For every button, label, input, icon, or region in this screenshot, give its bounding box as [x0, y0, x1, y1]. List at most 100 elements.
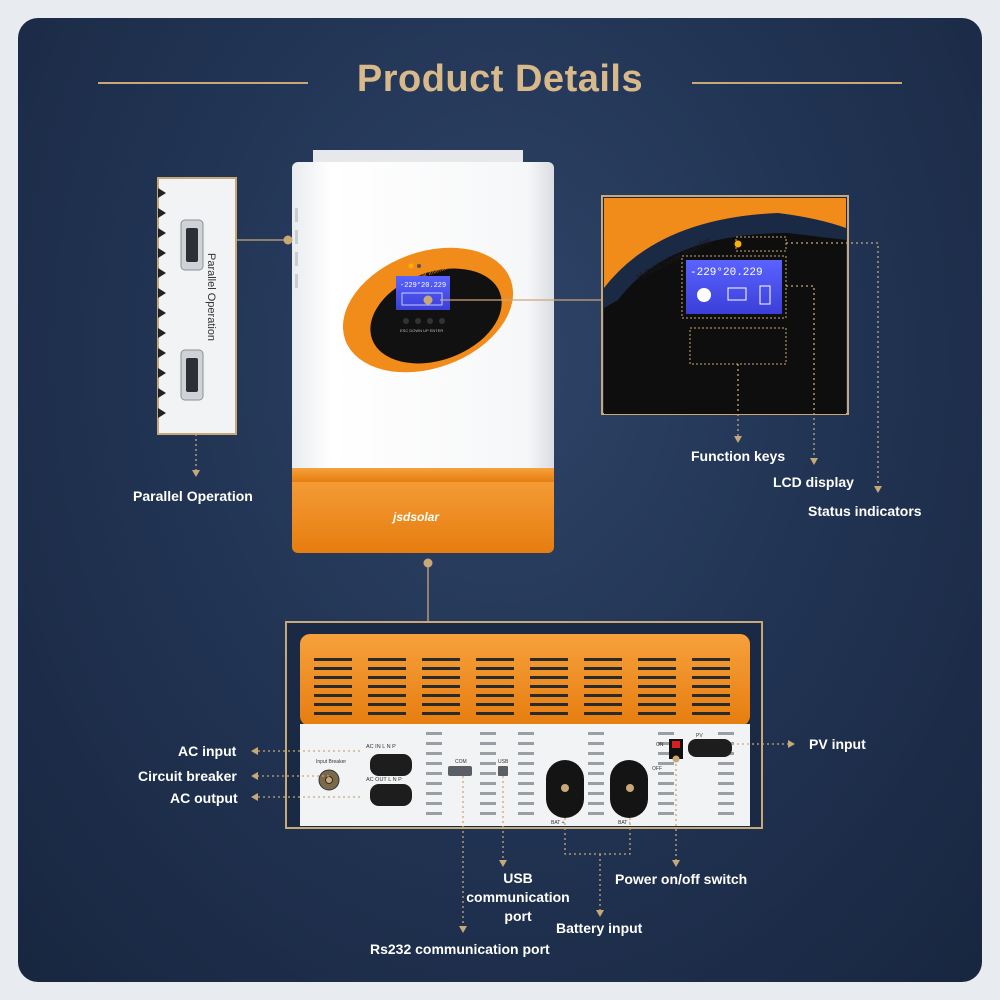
vent-slot — [476, 676, 514, 679]
face-slot — [658, 752, 674, 755]
title-divider-right — [692, 82, 902, 84]
face-slot — [426, 762, 442, 765]
lcd-closeup-screen — [686, 260, 782, 314]
lcd-pv-icon — [697, 288, 711, 302]
face-slot — [588, 802, 604, 805]
vent-slot — [422, 658, 460, 661]
face-slot — [518, 802, 534, 805]
face-slot — [518, 742, 534, 745]
vent-slot — [530, 712, 568, 715]
vent-slot — [692, 658, 730, 661]
vent-slot — [368, 703, 406, 706]
vent-slot — [638, 712, 676, 715]
callout-arrowheads — [192, 436, 882, 933]
label-circuit-breaker: Circuit breaker — [138, 768, 237, 784]
vent-slot — [476, 694, 514, 697]
face-slot — [480, 742, 496, 745]
face-slot — [480, 732, 496, 735]
label-usb-port-line3: port — [504, 908, 532, 924]
vent-slot — [476, 703, 514, 706]
face-slot — [480, 762, 496, 765]
lcd-closeup-orange-arc — [604, 198, 846, 288]
face-slot — [518, 752, 534, 755]
vent-slot — [692, 685, 730, 688]
vent-slot — [476, 667, 514, 670]
front-function-keys — [403, 318, 445, 324]
face-slot — [658, 802, 674, 805]
label-usb-port-line2: communication — [466, 889, 570, 905]
status-indicators-highlight — [735, 236, 787, 252]
face-slot — [480, 802, 496, 805]
bat-minus-print: BAT - — [618, 820, 631, 826]
face-slot — [658, 742, 674, 745]
vent-slot — [314, 667, 352, 670]
rs232-port-icon — [448, 766, 472, 776]
bat-plus-print: BAT + — [551, 820, 565, 826]
face-slot — [518, 792, 534, 795]
face-slot — [588, 742, 604, 745]
callout-leaders — [236, 239, 602, 622]
vent-slot — [584, 712, 622, 715]
face-slot — [658, 812, 674, 815]
label-ac-input: AC input — [178, 743, 237, 759]
on-print: ON — [656, 742, 664, 748]
face-slot — [718, 732, 734, 735]
title-divider-left — [98, 82, 308, 84]
vent-slot — [314, 694, 352, 697]
face-slot — [426, 792, 442, 795]
label-power-switch: Power on/off switch — [615, 871, 748, 887]
product-illustration: Hybrid Solar Inverter -229°20.229 ESC DO… — [157, 150, 882, 933]
off-print: OFF — [652, 766, 662, 772]
vent-slot — [638, 667, 676, 670]
vent-slot — [476, 658, 514, 661]
bottom-orange-shell — [300, 634, 750, 726]
vent-slot — [314, 676, 352, 679]
face-slot — [426, 812, 442, 815]
inverter-front: Hybrid Solar Inverter -229°20.229 ESC DO… — [292, 150, 554, 553]
status-led-icon — [408, 263, 414, 269]
vent-slot — [368, 712, 406, 715]
lcd-inverter-icon — [727, 287, 747, 301]
label-usb-port-line1: USB — [503, 870, 533, 886]
vent-slot — [638, 685, 676, 688]
face-slot — [588, 752, 604, 755]
pv-input-terminal — [688, 739, 732, 757]
face-slot — [718, 812, 734, 815]
face-slot — [518, 812, 534, 815]
face-slot — [718, 802, 734, 805]
vent-slot — [692, 694, 730, 697]
vent-slot — [368, 694, 406, 697]
label-parallel-operation: Parallel Operation — [133, 488, 253, 504]
vent-slot — [584, 658, 622, 661]
face-slot — [480, 792, 496, 795]
face-slot — [718, 772, 734, 775]
lcd-closeup: Hybrid Solar Inverter -229°20.229 — [601, 195, 849, 415]
face-slot — [658, 732, 674, 735]
vent-slot — [422, 667, 460, 670]
vent-slot — [368, 667, 406, 670]
face-slot — [426, 802, 442, 805]
brand-logo: jsdsolar — [391, 510, 440, 524]
front-lcd-readout: -229°20.229 — [400, 281, 446, 290]
bottom-face-slots — [426, 732, 734, 815]
ac-input-terminal — [370, 754, 412, 776]
face-slot — [480, 782, 496, 785]
usb-print: USB — [498, 759, 509, 765]
callout-dotted-leaders — [195, 242, 879, 926]
bottom-vent-grille — [314, 658, 730, 715]
svg-text:-229°20.229: -229°20.229 — [690, 267, 763, 279]
vent-slot — [368, 658, 406, 661]
page-title: Product Details — [356, 58, 644, 100]
lcd-display-highlight — [681, 255, 787, 319]
face-slot — [588, 732, 604, 735]
face-slot — [718, 762, 734, 765]
callout-dots — [283, 235, 680, 792]
label-battery-input: Battery input — [556, 920, 643, 936]
face-slot — [658, 782, 674, 785]
label-function-keys: Function keys — [691, 448, 786, 464]
bottom-panel-closeup: AC IN L N P AC OUT L N P Input Breaker C… — [285, 621, 763, 829]
vent-slot — [314, 703, 352, 706]
face-slot — [480, 752, 496, 755]
vent-slot — [692, 703, 730, 706]
vent-slot — [530, 694, 568, 697]
